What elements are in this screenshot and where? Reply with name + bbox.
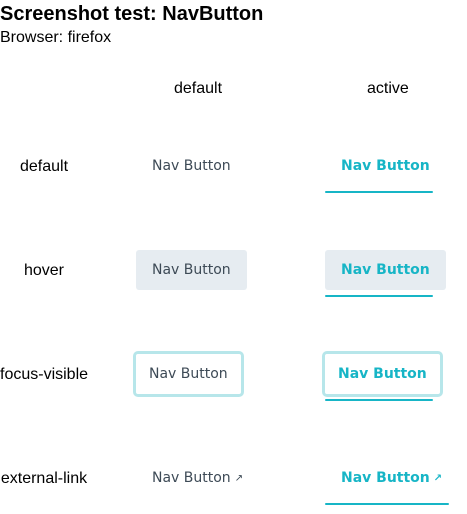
nav-button-label: Nav Button (152, 262, 231, 278)
nav-button-label: Nav Button (149, 366, 228, 382)
row-label-external-link: external-link (0, 470, 88, 487)
nav-button-label: Nav Button (152, 470, 231, 486)
nav-button-default-active[interactable]: Nav Button (325, 146, 446, 186)
nav-button-default[interactable]: Nav Button (136, 146, 247, 186)
active-indicator (325, 503, 449, 505)
row-label-hover: hover (23, 262, 65, 279)
nav-button-hover-active[interactable]: Nav Button (325, 250, 446, 290)
nav-button-label: Nav Button (341, 262, 430, 278)
nav-link-external[interactable]: Nav Button↗ (136, 458, 259, 498)
nav-button-focus-visible[interactable]: Nav Button (133, 351, 244, 397)
active-indicator (325, 295, 433, 297)
nav-button-label: Nav Button (341, 158, 430, 174)
nav-button-label: Nav Button (338, 366, 427, 382)
browser-label: Browser: firefox (0, 29, 112, 46)
column-header-default: default (174, 80, 223, 97)
nav-button-focus-visible-active[interactable]: Nav Button (322, 351, 443, 397)
nav-button-label: Nav Button (341, 470, 430, 486)
nav-button-hover[interactable]: Nav Button (136, 250, 247, 290)
external-link-icon: ↗ (234, 473, 244, 484)
active-indicator (325, 191, 433, 193)
row-label-default: default (19, 158, 69, 175)
active-indicator (325, 399, 433, 401)
row-label-focus-visible: focus-visible (0, 366, 89, 383)
page-title: Screenshot test: NavButton (0, 3, 264, 25)
external-link-icon: ↗ (433, 473, 443, 484)
nav-button-label: Nav Button (152, 158, 231, 174)
column-header-active: active (367, 80, 409, 97)
nav-link-external-active[interactable]: Nav Button↗ (325, 458, 458, 498)
